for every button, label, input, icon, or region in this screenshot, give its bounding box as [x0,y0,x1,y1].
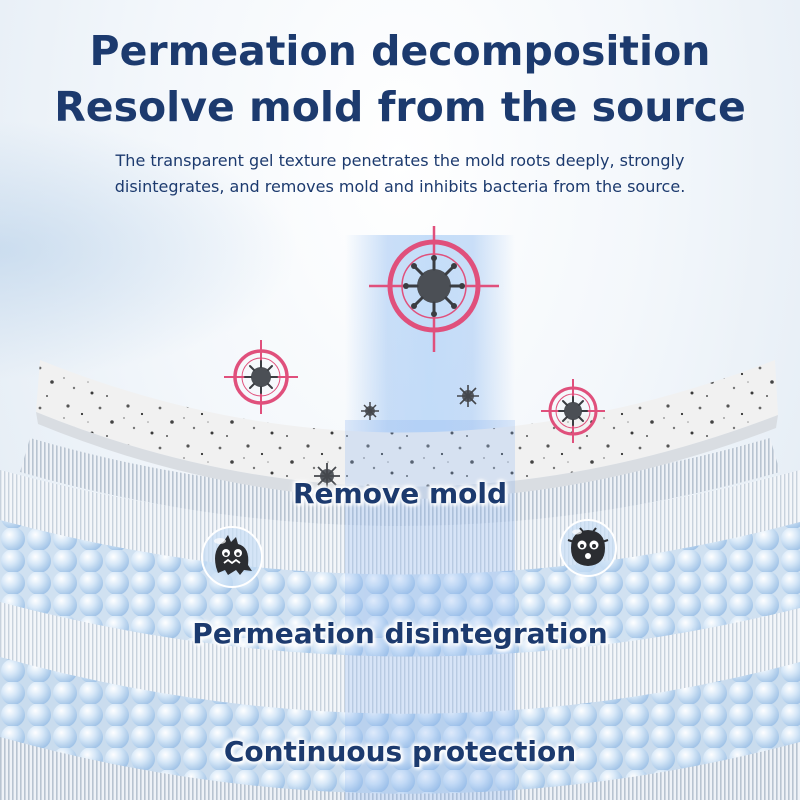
target-virus-icon [369,226,499,352]
spore-icon [314,463,340,489]
headline-line-2: Resolve mold from the source [54,83,746,131]
target-virus-icon [224,340,298,414]
headline-line-1: Permeation decomposition [89,27,711,75]
description: The transparent gel texture penetrates t… [114,151,686,196]
mold-bubble-icon [559,519,617,577]
layer-label-remove-mold: Remove mold [292,477,507,510]
layer-label-permeation-disintegration: Permeation disintegration [192,617,608,650]
layer-label-continuous-protection: Continuous protection [223,735,577,768]
spore-icon [361,402,379,420]
target-virus-icon [541,379,605,443]
spore-icon [457,385,479,407]
mold-bubble-icon [201,526,263,588]
